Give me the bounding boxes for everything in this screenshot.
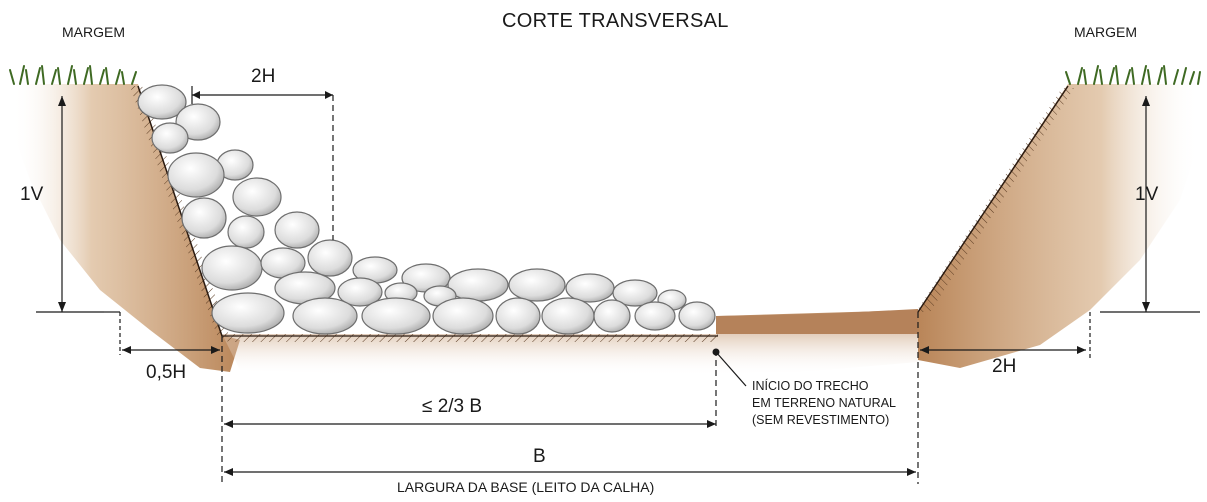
rock — [612, 279, 658, 307]
right-margin-label: MARGEM — [1074, 24, 1137, 40]
rock — [337, 277, 383, 307]
note-line-1: INÍCIO DO TRECHO — [752, 379, 869, 393]
rock — [361, 297, 431, 335]
rock — [227, 215, 265, 249]
right-grass — [1065, 65, 1201, 85]
natural-section-note: INÍCIO DO TRECHO EM TERRENO NATURAL (SEM… — [752, 378, 896, 429]
left-margin-label: MARGEM — [62, 24, 125, 40]
b-label: B — [533, 446, 546, 467]
arrowheads — [58, 91, 1150, 476]
rock — [307, 239, 353, 277]
note-line-2: EM TERRENO NATURAL — [752, 396, 897, 410]
rock — [181, 197, 227, 239]
rock — [447, 268, 509, 302]
left-1v-label: 1V — [20, 184, 44, 205]
rock — [211, 292, 285, 334]
rock — [292, 297, 358, 335]
rock — [495, 297, 541, 335]
rock — [201, 245, 263, 291]
base-width-label: LARGURA DA BASE (LEITO DA CALHA) — [397, 479, 655, 495]
bed-hatch — [222, 334, 718, 342]
rock — [175, 103, 221, 141]
riprap-rocks — [137, 84, 716, 335]
rock — [508, 268, 566, 302]
left-bank-soil — [12, 84, 240, 372]
rock — [634, 301, 676, 331]
rock — [678, 301, 716, 331]
left-grass — [9, 65, 137, 85]
right-bank-soil — [918, 84, 1200, 368]
rock — [151, 122, 189, 154]
rock — [137, 84, 187, 120]
rock — [232, 177, 282, 217]
dimension-lines — [36, 86, 1200, 484]
start-point-marker — [712, 348, 720, 356]
rock — [541, 297, 595, 335]
rock — [593, 299, 631, 333]
rock — [167, 152, 225, 198]
left-05h-label: 0,5H — [146, 362, 187, 383]
natural-bed — [716, 309, 918, 334]
right-1v-label: 1V — [1135, 184, 1159, 205]
diagram-title: CORTE TRANSVERSAL — [502, 10, 729, 32]
two-thirds-b-label: ≤ 2/3 B — [422, 396, 483, 417]
right-2h-label: 2H — [992, 356, 1017, 377]
top-2h-label: 2H — [251, 66, 276, 87]
rock — [432, 297, 494, 335]
note-line-3: (SEM REVESTIMENTO) — [752, 413, 890, 427]
rock — [274, 211, 320, 249]
